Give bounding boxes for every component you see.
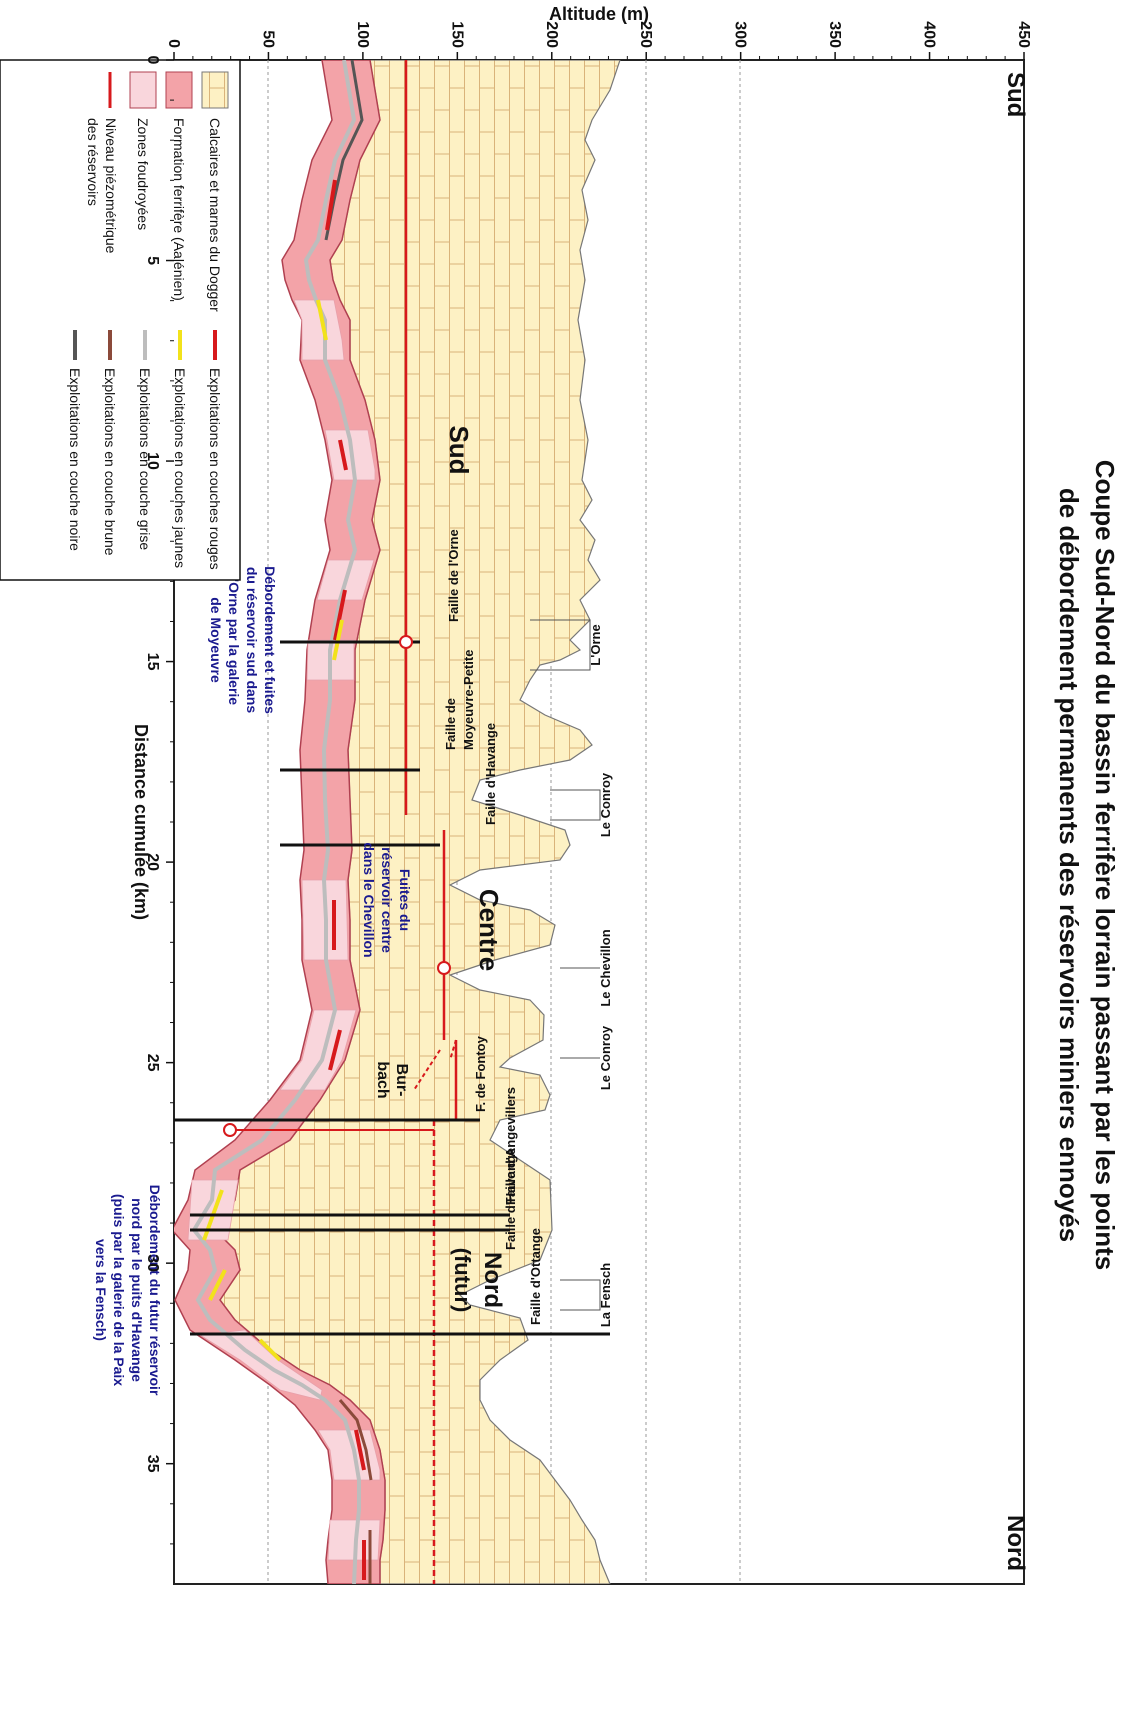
annotation-centre-3: dans le Chevillon: [361, 842, 377, 957]
x-tick-label: 0: [144, 56, 161, 65]
river-label-fensch: La Fensch: [598, 1263, 613, 1327]
annotation-sud-3: l'Orne par la galerie: [226, 575, 242, 705]
river-label-conroy-2: Le Conroy: [598, 1025, 613, 1090]
fault-label-moyeuvre-2: Moyeuvre-Petite: [461, 650, 476, 750]
legend-text-formation: Formation ferrifère (Aalénien): [171, 118, 187, 301]
x-tick-label: 15: [144, 653, 161, 671]
fault-label-orne: Faille de l'Orne: [446, 529, 461, 622]
zone-label-burbach-2: bach: [374, 1061, 391, 1098]
y-tick-label: 100: [354, 21, 371, 48]
annotation-centre-1: Fuites du: [397, 869, 413, 931]
zone-label-centre: Centre: [474, 889, 504, 971]
fault-label-havange-1: Faille d'Havange: [483, 723, 498, 825]
legend-text-niveau-1: Niveau piézométrique: [103, 118, 119, 254]
y-tick-label: 400: [921, 21, 938, 48]
legend-text-niveau-2: des réservoirs: [85, 118, 101, 206]
y-axis-label: Altitude (m): [549, 4, 649, 24]
legend-text-brune: Exploitations en couche brune: [102, 368, 118, 556]
overflow-point-nord: [224, 1124, 236, 1136]
fault-label-havange-2: Faille d'Havange: [503, 1148, 518, 1250]
y-tick-label: 250: [637, 21, 654, 48]
zone-label-sud: Sud: [444, 425, 474, 474]
y-tick-label: 0: [165, 39, 182, 48]
fault-label-fontoy: F. de Fontoy: [473, 1035, 488, 1112]
river-label-chevillon: Le Chevillon: [598, 929, 613, 1006]
legend-swatch-formation: [166, 72, 192, 108]
title-line-1: Coupe Sud-Nord du bassin ferrifère lorra…: [1090, 460, 1120, 1270]
y-tick-label: 450: [1015, 21, 1032, 48]
x-axis-label: Distance cumulée (km): [131, 724, 151, 920]
zone-label-burbach-1: Bur-: [393, 1064, 410, 1097]
annotation-centre-2: réservoir centre: [379, 847, 395, 953]
fault-label-ottange: Faille d'Ottange: [528, 1228, 543, 1325]
annotation-nord-4: vers la Fensch): [93, 1239, 109, 1341]
annotation-nord-2: nord par le puits d'Havange: [129, 1198, 145, 1382]
y-tick-label: 200: [543, 21, 560, 48]
x-tick-label: 5: [144, 256, 161, 265]
annotation-nord-1: Débordement du futur réservoir: [147, 1185, 163, 1396]
x-tick-label: 30: [144, 1254, 161, 1272]
y-tick-label: 300: [732, 21, 749, 48]
end-label-nord: Nord: [1002, 1515, 1029, 1571]
river-label-orne: L'Orne: [588, 624, 603, 665]
legend-text-zones: Zones foudroyées: [135, 118, 151, 230]
legend-swatch-limestone: [202, 72, 228, 108]
annotation-nord-3: (puis par la galerie de la Paix: [111, 1194, 127, 1386]
zone-label-nord: Nord: [479, 1252, 506, 1308]
annotation-sud-1: Débordement et fuites: [262, 566, 278, 714]
y-tick-label: 350: [826, 21, 843, 48]
annotation-sud-4: de Moyeuvre: [208, 597, 224, 683]
x-tick-label: 10: [144, 452, 161, 470]
y-tick-label: 50: [259, 30, 276, 48]
end-label-sud: Sud: [1002, 72, 1029, 117]
legend-text-jaunes: Exploitations en couches jaunes: [172, 368, 188, 568]
annotation-sud-2: du réservoir sud dans: [244, 567, 260, 713]
title-line-2: de débordement permanents des réservoirs…: [1054, 488, 1084, 1242]
legend-text-rouges: Exploitations en couches rouges: [207, 368, 223, 570]
legend-swatch-collapse: [130, 72, 156, 108]
legend-text-noire: Exploitations en couche noire: [67, 368, 83, 551]
river-label-conroy-1: Le Conroy: [598, 772, 613, 837]
x-tick-label: 35: [144, 1455, 161, 1473]
legend-box: [0, 60, 240, 580]
zone-label-nord-futur: (futur): [450, 1248, 475, 1313]
legend-text-calcaires: Calcaires et marnes du Dogger: [207, 118, 223, 312]
overflow-point-centre: [438, 962, 450, 974]
y-tick-label: 150: [448, 21, 465, 48]
fault-label-moyeuvre-1: Faille de: [443, 698, 458, 750]
overflow-point-sud: [400, 636, 412, 648]
x-tick-label: 25: [144, 1054, 161, 1072]
legend: Calcaires et marnes du Dogger Formation …: [0, 60, 240, 580]
